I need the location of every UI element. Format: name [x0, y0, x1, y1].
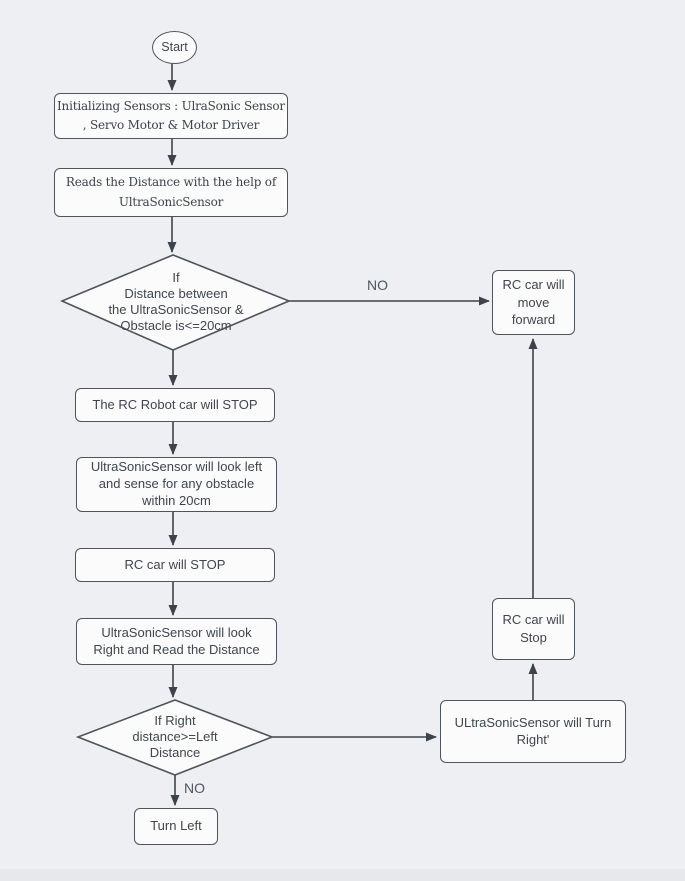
move-forward-node: RC car will move forward	[492, 270, 575, 335]
decision-right-distance-diamond	[75, 699, 275, 776]
turn-left-node: Turn Left	[134, 808, 218, 845]
read-distance-node: Reads the Distance with the help of Ultr…	[54, 168, 288, 217]
decision-distance-diamond	[59, 254, 292, 351]
no-label-2: NO	[184, 780, 205, 796]
look-left-node: UltraSonicSensor will look left and sens…	[76, 457, 277, 512]
turn-right-node: ULtraSonicSensor will Turn Right'	[440, 700, 626, 763]
robot-stop-node: The RC Robot car will STOP	[75, 388, 275, 422]
rc-stop-node: RC car will STOP	[75, 548, 275, 582]
init-sensors-node: Initializing Sensors : UlraSonic Sensor …	[54, 93, 288, 139]
look-right-node: UltraSonicSensor will look Right and Rea…	[76, 618, 277, 665]
rc-stop-2-node: RC car will Stop	[492, 598, 575, 660]
start-node: Start	[152, 31, 197, 64]
page-bottom-edge	[0, 869, 685, 881]
no-label-1: NO	[367, 277, 388, 293]
